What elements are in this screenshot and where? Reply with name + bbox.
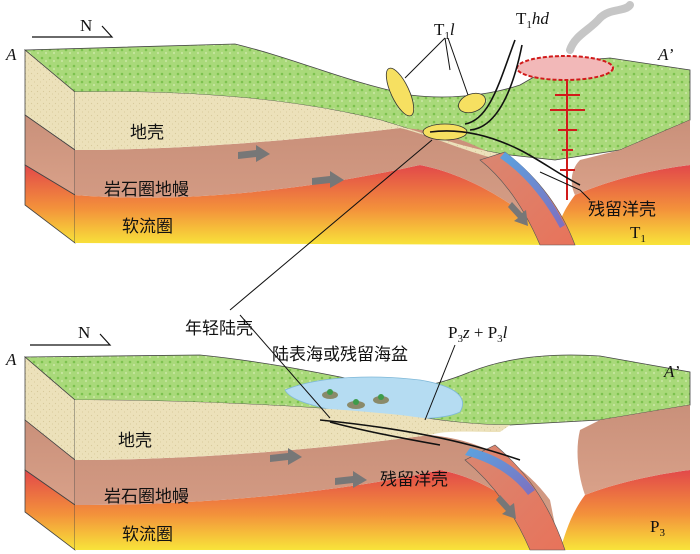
top-north-arrow <box>32 25 114 38</box>
top-age-label: T1 <box>630 223 646 245</box>
top-north-label: N <box>80 16 92 35</box>
top-corner-left: A <box>5 45 17 64</box>
bottom-plate-arrows <box>270 448 516 519</box>
bottom-crust <box>75 400 510 460</box>
basin-label: 陆表海或残留海盆 <box>272 345 408 365</box>
top-t1l-body-2 <box>458 92 486 114</box>
bottom-oceanic-crust-strip <box>465 448 535 495</box>
top-corner-right: A’ <box>657 45 674 64</box>
top-oceanic-crust-strip <box>500 152 565 228</box>
bottom-fault-lines <box>319 419 521 461</box>
bottom-crust-label: 地壳 <box>118 431 152 451</box>
top-leader-lines <box>404 37 591 201</box>
bottom-units-label: P3z + P3l <box>448 323 508 345</box>
bottom-leader-lines <box>229 139 456 421</box>
bottom-asthenosphere <box>75 470 560 550</box>
top-volcano-summit <box>516 55 614 81</box>
young-crust-label: 年轻陆壳 <box>185 319 253 339</box>
bottom-block <box>23 139 691 551</box>
bottom-subducting-slab <box>464 444 566 551</box>
bottom-lithospheric-mantle <box>75 435 560 550</box>
top-t1l-label: T1l <box>434 20 455 42</box>
top-block <box>23 1 691 246</box>
top-asthenosphere-label: 软流圈 <box>122 217 173 237</box>
bottom-north-label: N <box>78 323 90 342</box>
bottom-corner-left: A <box>5 350 17 369</box>
top-surface <box>23 43 691 161</box>
top-mantle-label: 岩石圈地幔 <box>104 180 189 200</box>
bottom-north-arrow <box>30 333 112 346</box>
bottom-mantle-label: 岩石圈地幔 <box>104 487 189 507</box>
bottom-reef-mounds <box>322 389 389 409</box>
bottom-corner-right: A’ <box>663 362 680 381</box>
top-smoke-plume <box>566 1 634 54</box>
bottom-oceanic-crust-label: 残留洋壳 <box>380 470 448 490</box>
top-asthenosphere <box>75 165 560 245</box>
top-lithospheric-mantle <box>75 128 560 245</box>
top-t1hd-label: T1hd <box>516 9 549 31</box>
top-plate-arrows <box>238 145 528 226</box>
top-crust-label: 地壳 <box>130 123 164 143</box>
bottom-asthenosphere-label: 软流圈 <box>122 525 173 545</box>
top-fault-lines <box>429 39 581 186</box>
top-t1l-body-1 <box>385 67 415 117</box>
top-oceanic-crust-label: 残留洋壳 <box>588 200 656 220</box>
top-crust <box>75 91 510 160</box>
bottom-age-label: P3 <box>650 517 665 539</box>
